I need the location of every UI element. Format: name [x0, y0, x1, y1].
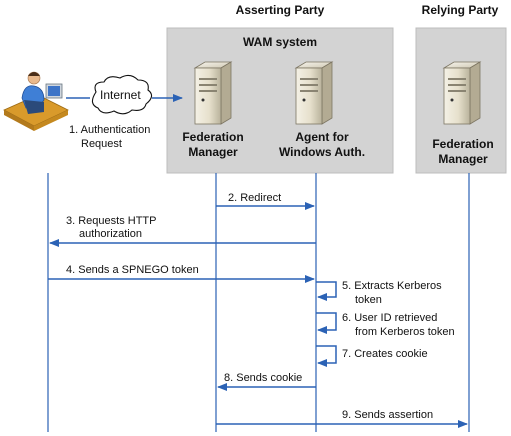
step7-label: 7. Creates cookie: [342, 348, 428, 360]
step3-label-2: authorization: [79, 228, 142, 240]
wam-federation-manager-label-1: Federation: [182, 130, 244, 144]
step3-label-1: 3. Requests HTTP: [66, 215, 157, 227]
step2-label: 2. Redirect: [228, 192, 282, 204]
step1-label-1: 1. Authentication: [69, 124, 151, 136]
relying-federation-manager-label-1: Federation: [432, 137, 494, 151]
relying-party-heading: Relying Party: [421, 3, 499, 17]
user-at-computer-icon: [3, 71, 69, 131]
wam-system-title: WAM system: [242, 35, 318, 49]
step4-label: 4. Sends a SPNEGO token: [66, 264, 199, 276]
server-icon: [442, 61, 482, 125]
asserting-party-heading: Asserting Party: [235, 3, 325, 17]
step6-label-1: 6. User ID retrieved: [342, 312, 438, 324]
agent-label-2: Windows Auth.: [278, 145, 366, 159]
step6-label-2: from Kerberos token: [355, 326, 455, 338]
arrow-step6: [316, 312, 337, 334]
arrow-step7: [316, 345, 337, 367]
relying-federation-manager-label-2: Manager: [438, 152, 488, 166]
internet-cloud-icon: [91, 74, 153, 115]
server-icon: [294, 61, 334, 125]
wam-federation-manager-label-2: Manager: [188, 145, 238, 159]
step5-label-2: token: [355, 294, 382, 306]
step9-label: 9. Sends assertion: [342, 409, 434, 421]
agent-label-1: Agent for: [295, 130, 349, 144]
server-icon: [193, 61, 233, 125]
step5-label-1: 5. Extracts Kerberos: [342, 280, 442, 292]
internet-label: Internet: [100, 88, 141, 102]
step8-label: 8. Sends cookie: [224, 372, 303, 384]
step1-label-2: Request: [81, 138, 122, 150]
arrow-step5: [316, 281, 337, 301]
